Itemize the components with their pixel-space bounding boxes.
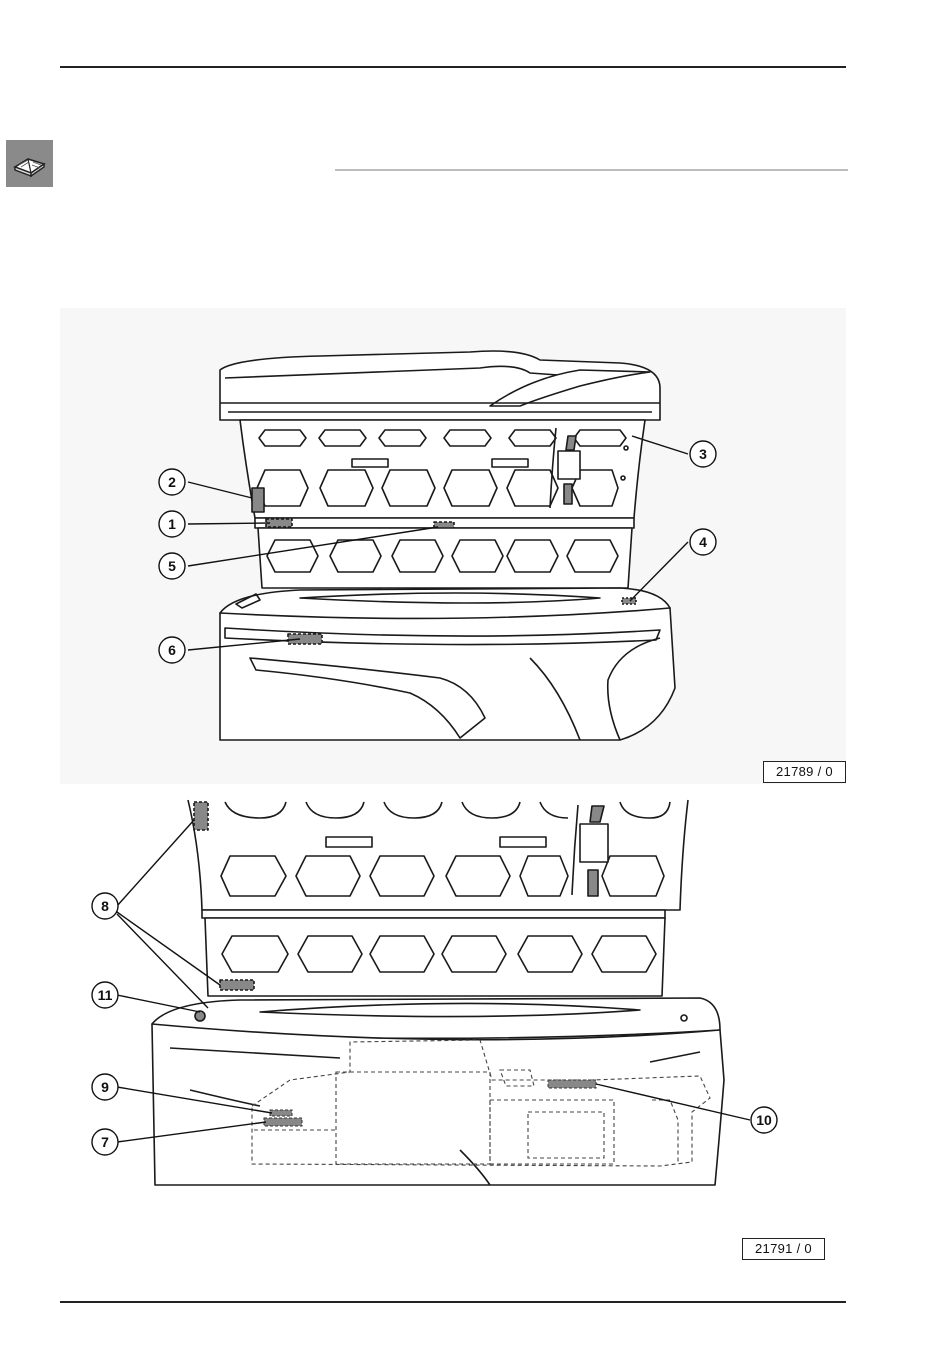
figure-reference-2: 21791 / 0 bbox=[742, 1238, 825, 1260]
open-book-icon bbox=[6, 140, 53, 187]
callout-7: 7 bbox=[101, 1134, 109, 1150]
callout-9: 9 bbox=[101, 1079, 109, 1095]
callout-10: 10 bbox=[756, 1112, 772, 1128]
callout-2: 2 bbox=[168, 474, 176, 490]
callout-8: 8 bbox=[101, 898, 109, 914]
section-rule bbox=[335, 169, 848, 171]
callout-3: 3 bbox=[699, 446, 707, 462]
figure-tanning-bed-front: 2 1 3 4 5 6 bbox=[60, 308, 846, 784]
header-rule bbox=[60, 66, 846, 68]
callout-4: 4 bbox=[699, 534, 707, 550]
callout-11: 11 bbox=[98, 987, 113, 1003]
figure-tanning-bed-detail: 8 11 9 7 10 bbox=[60, 790, 846, 1260]
callout-1: 1 bbox=[168, 516, 176, 532]
footer-rule bbox=[60, 1301, 846, 1303]
figure-reference-1: 21789 / 0 bbox=[763, 761, 846, 783]
callout-5: 5 bbox=[168, 558, 176, 574]
callout-6: 6 bbox=[168, 642, 176, 658]
